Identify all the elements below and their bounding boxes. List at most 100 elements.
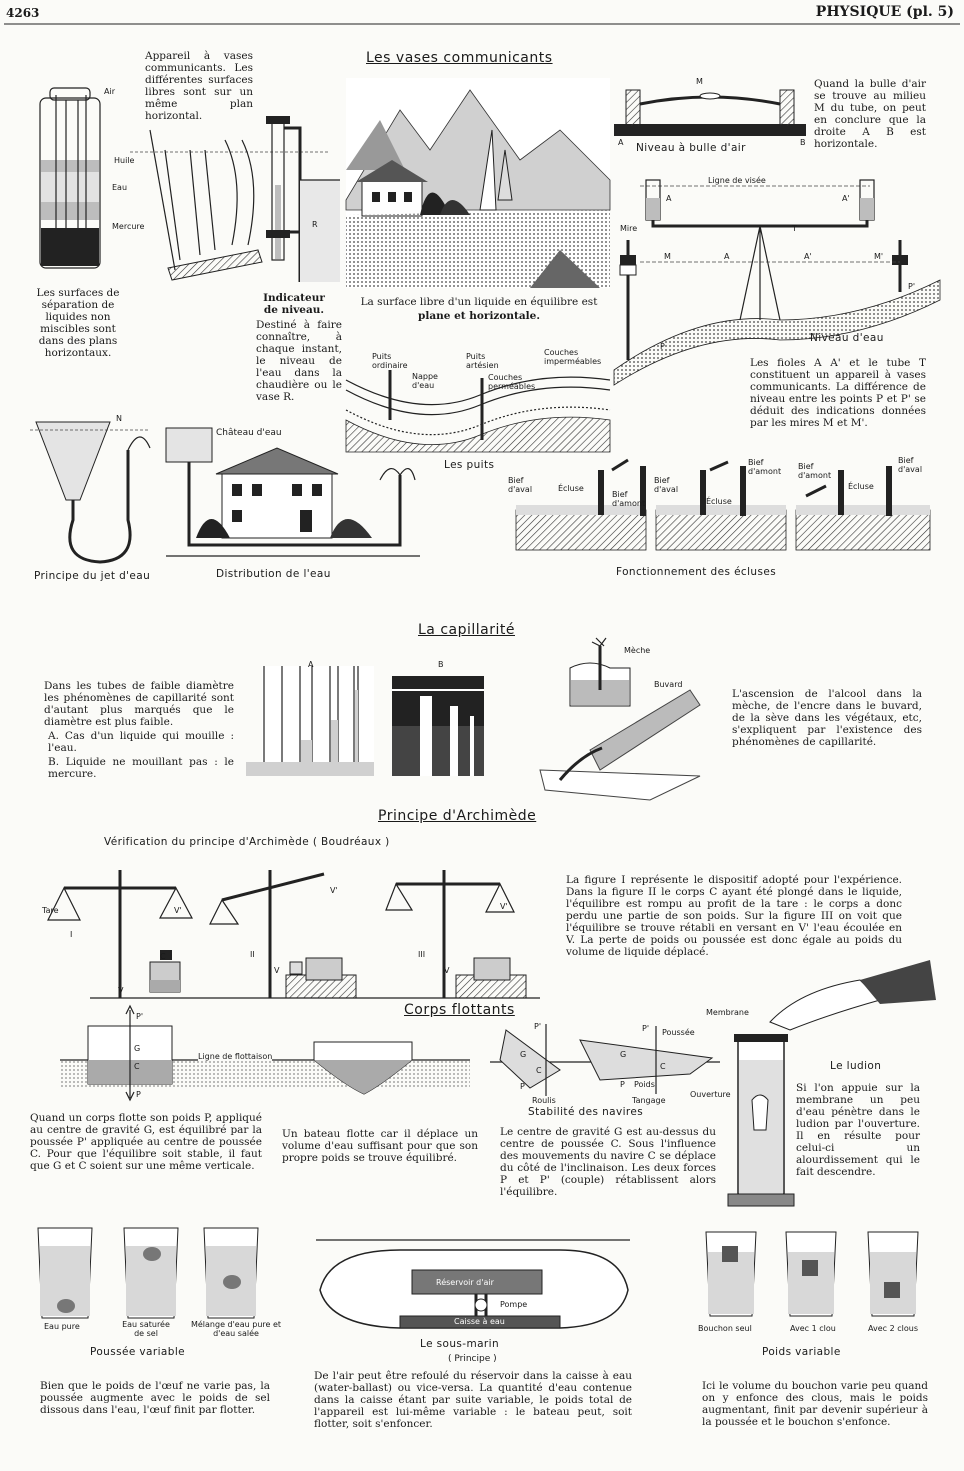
ecluse2-label-ecluse: Écluse	[706, 497, 732, 506]
bulle-label-a: A	[618, 138, 624, 147]
stab-label-g-1: G	[520, 1050, 527, 1059]
capillarite-left-text: Dans les tubes de faible diamètre les ph…	[44, 680, 234, 728]
poussee-caption: Poussée variable	[90, 1346, 185, 1358]
jet-caption: Principe du jet d'eau	[34, 570, 151, 582]
stab-label-poids: Poids	[634, 1080, 655, 1089]
indicateur-title: Indicateur de niveau.	[263, 292, 325, 316]
puits-label-permeables: Couches perméables	[488, 373, 536, 391]
ecluse2-label-aval: Bief d'aval	[654, 476, 679, 494]
sub-caption: Le sous-marin	[420, 1338, 500, 1350]
ludion-text: Si l'on appuie sur la membrane un peu d'…	[796, 1082, 920, 1178]
distribution-caption: Distribution de l'eau	[216, 568, 331, 580]
glass-label-melange: Mélange d'eau pure et d'eau salée	[190, 1320, 282, 1338]
chateau-label: Château d'eau	[216, 428, 282, 438]
niveau-drawing	[613, 179, 941, 386]
bouchon-label-seul: Bouchon seul	[698, 1324, 752, 1333]
landscape-caption-2: plane et horizontale.	[417, 310, 541, 322]
fig-label-i: I	[70, 930, 73, 939]
glasses-poussee	[37, 1227, 259, 1319]
buvard-label: Buvard	[654, 680, 683, 689]
tube-label-a: A	[308, 660, 314, 669]
stab-label-c-2: C	[660, 1062, 666, 1071]
tubes-b	[392, 676, 484, 776]
block-label-p: P	[136, 1090, 141, 1099]
ludion-title: Le ludion	[830, 1060, 882, 1072]
glass-label-saturee: Eau saturée de sel	[122, 1320, 170, 1338]
ecluses-drawing	[515, 458, 931, 551]
balance-iii	[385, 870, 527, 999]
jar-label-huile: Huile	[114, 156, 135, 165]
jar-label-eau: Eau	[112, 183, 128, 192]
bouchon-label-1clou: Avec 1 clou	[790, 1324, 836, 1333]
poids-text: Ici le volume du bouchon varie peu quand…	[702, 1380, 928, 1428]
ecluse1-label-amont: Bief d'amont	[612, 490, 646, 508]
balance-ii	[209, 870, 357, 999]
jar-label-air: Air	[104, 87, 115, 96]
niveau-label-a2-prime: A'	[804, 252, 812, 261]
header-rule	[4, 23, 960, 25]
page-number: 4263	[6, 6, 40, 20]
niveau-label-mire: Mire	[620, 224, 638, 233]
indicateur-text: Destiné à faire connaître, à chaque inst…	[256, 319, 342, 403]
jet-label-n: N	[116, 414, 122, 423]
plate-title: PHYSIQUE (pl. 5)	[815, 4, 954, 20]
section-title-flottants: Corps flottants	[404, 1002, 515, 1018]
balance-label-v-2: V	[274, 966, 280, 975]
niveau-label-a2: A	[724, 252, 730, 261]
sub-text: De l'air peut être refoulé du réservoir …	[314, 1370, 632, 1430]
jar-caption: Les surfaces de séparation de liquides n…	[36, 287, 120, 359]
bulle-text: Quand la bulle d'air se trouve au milieu…	[814, 78, 926, 150]
sub-subcaption: ( Principe )	[448, 1354, 497, 1364]
glasses-poids	[705, 1231, 919, 1317]
stab-label-p-1: P	[520, 1082, 525, 1091]
niveau-label-ligne: Ligne de visée	[708, 176, 766, 185]
balance-label-v-prime-2: V'	[330, 886, 338, 895]
archimede-text: La figure I représente le dispositif ado…	[566, 874, 902, 958]
ecluse3-label-ecluse: Écluse	[848, 482, 874, 491]
stab-label-tangage: Tangage	[632, 1096, 666, 1105]
niveau-label-p-prime: P'	[908, 282, 916, 291]
ecluse1-label-aval: Bief d'aval	[508, 476, 533, 494]
puits-drawing	[345, 370, 611, 453]
niveau-label-m: M	[664, 252, 671, 261]
stab-label-p-2: P	[620, 1080, 625, 1089]
ecluse1-label-ecluse: Écluse	[558, 484, 584, 493]
sub-label-pompe: Pompe	[500, 1300, 528, 1309]
landscape-caption-1: La surface libre d'un liquide en équilib…	[360, 296, 598, 308]
balance-i	[47, 870, 193, 998]
landscape-drawing	[345, 78, 611, 288]
stab-label-poussee: Poussée	[662, 1028, 695, 1037]
section-title-vases: Les vases communicants	[366, 50, 553, 66]
tube-label-b: B	[438, 660, 444, 669]
section-title-archimede: Principe d'Archimède	[378, 808, 537, 824]
balance-label-c: C	[160, 952, 166, 961]
indicateur-label-r: R	[312, 220, 318, 229]
sub-label-reservoir: Réservoir d'air	[436, 1278, 494, 1287]
fig-label-ii: II	[250, 950, 255, 959]
glass-label-pure: Eau pure	[44, 1322, 80, 1331]
puits-label-artesien: Puits artésien	[466, 352, 499, 370]
capillarite-case-a: A. Cas d'un liquide qui mouille : l'eau.	[48, 730, 234, 754]
jet-drawing	[30, 421, 151, 564]
appareil-drawing	[130, 129, 330, 281]
balance-label-v-prime-1: V'	[174, 906, 182, 915]
balance-label-v-1: V	[118, 986, 124, 995]
capillarite-case-b: B. Liquide ne mouillant pas : le mercure…	[48, 756, 234, 780]
jar-label-mercure: Mercure	[112, 222, 145, 231]
tubes-a	[246, 666, 374, 776]
jar-drawing	[39, 87, 101, 269]
capillarite-right-text: L'ascension de l'alcool dans la mèche, d…	[732, 688, 922, 748]
block-label-g: G	[134, 1044, 141, 1053]
meche-drawing	[569, 637, 631, 707]
puits-label-impermeables: Couches imperméables	[544, 348, 602, 366]
balance-label-v-prime-3: V'	[500, 902, 508, 911]
buvard-drawing	[539, 689, 701, 801]
niveau-caption: Niveau d'eau	[810, 332, 884, 344]
appareil-caption: Appareil à vases communicants. Les diffé…	[145, 50, 253, 122]
puits-caption: Les puits	[444, 459, 495, 471]
stab-label-p-prime-1: P'	[534, 1022, 542, 1031]
niveau-label-a: A	[666, 194, 672, 203]
